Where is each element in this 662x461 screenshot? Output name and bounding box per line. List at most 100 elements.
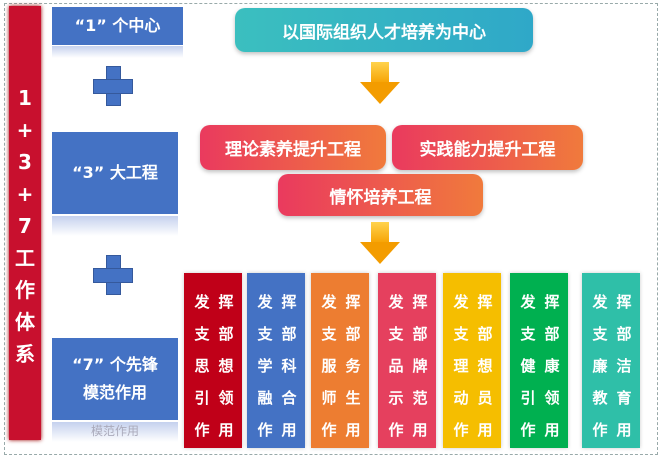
three-projects-box: “3” 大工程 [52,132,178,214]
plus-icon [93,66,133,106]
role-char: 员 [477,388,493,407]
project-theory: 理论素养提升工程 [200,125,386,170]
role-char: 范 [412,388,428,407]
role-char: 支 [257,324,273,343]
role-char: 康 [544,356,560,375]
role-char: 教 [592,388,608,407]
role-char: 部 [218,324,234,343]
role-column: 发挥支部品牌示范作用 [378,273,436,448]
project-practice: 实践能力提升工程 [392,125,583,170]
role-char: 作 [321,420,337,439]
role-char: 挥 [477,292,493,311]
role-char: 部 [412,324,428,343]
role-char: 发 [453,292,469,311]
role-char: 发 [388,292,404,311]
box-reflection [52,46,183,58]
one-center-box: “1” 个中心 [52,7,183,45]
role-char: 作 [453,420,469,439]
role-char: 作 [388,420,404,439]
role-char: 支 [592,324,608,343]
role-char: 部 [616,324,632,343]
role-char: 健 [520,356,536,375]
role-char: 务 [345,356,361,375]
role-char: 支 [453,324,469,343]
system-label-char: 系 [15,342,35,366]
role-column: 发挥支部廉洁教育作用 [582,273,640,448]
role-char: 支 [520,324,536,343]
role-char: 廉 [592,356,608,375]
role-char: 作 [520,420,536,439]
role-char: 部 [345,324,361,343]
system-label-char: 3 [18,150,32,174]
role-char: 洁 [616,356,632,375]
role-char: 发 [194,292,210,311]
role-char: 动 [453,388,469,407]
role-char: 生 [345,388,361,407]
role-char: 用 [544,420,560,439]
role-char: 挥 [218,292,234,311]
diagram-frame [4,3,658,455]
role-char: 发 [257,292,273,311]
role-char: 想 [477,356,493,375]
role-char: 挥 [281,292,297,311]
system-label-char: 体 [15,310,35,334]
role-char: 部 [281,324,297,343]
role-char: 挥 [412,292,428,311]
role-char: 作 [592,420,608,439]
role-char: 领 [544,388,560,407]
role-char: 理 [453,356,469,375]
center-goal-pill: 以国际组织人才培养为中心 [235,8,533,52]
role-char: 思 [194,356,210,375]
role-char: 挥 [544,292,560,311]
role-char: 部 [544,324,560,343]
box-reflection: 模范作用 [52,422,178,442]
role-column: 发挥支部健康引领作用 [510,273,568,448]
role-char: 想 [218,356,234,375]
role-char: 作 [257,420,273,439]
role-char: 用 [412,420,428,439]
role-column: 发挥支部学科融合作用 [247,273,305,448]
role-char: 发 [321,292,337,311]
system-label-char: + [16,118,34,142]
system-label-char: + [16,182,34,206]
role-char: 服 [321,356,337,375]
role-char: 用 [218,420,234,439]
role-char: 育 [616,388,632,407]
role-char: 支 [388,324,404,343]
role-char: 科 [281,356,297,375]
role-char: 用 [281,420,297,439]
role-char: 牌 [412,356,428,375]
role-char: 发 [592,292,608,311]
role-column: 发挥支部思想引领作用 [184,273,242,448]
down-arrow-icon [360,222,400,266]
role-char: 融 [257,388,273,407]
seven-pioneers-box: “7” 个先锋模范作用 [52,338,178,420]
role-char: 领 [218,388,234,407]
role-char: 挥 [616,292,632,311]
down-arrow-icon [360,62,400,106]
role-char: 品 [388,356,404,375]
role-char: 支 [321,324,337,343]
role-char: 合 [281,388,297,407]
role-char: 用 [616,420,632,439]
role-char: 示 [388,388,404,407]
plus-icon [93,255,133,295]
role-column: 发挥支部理想动员作用 [443,273,501,448]
role-char: 支 [194,324,210,343]
role-char: 作 [194,420,210,439]
system-label-char: 作 [15,278,35,302]
system-label-char: 7 [18,214,32,238]
role-char: 学 [257,356,273,375]
role-char: 挥 [345,292,361,311]
role-char: 师 [321,388,337,407]
project-sentiment: 情怀培养工程 [278,174,483,216]
role-char: 引 [194,388,210,407]
role-char: 用 [345,420,361,439]
box-reflection [52,216,178,236]
role-column: 发挥支部服务师生作用 [311,273,369,448]
role-char: 部 [477,324,493,343]
system-label-char: 1 [18,86,32,110]
role-char: 发 [520,292,536,311]
role-char: 用 [477,420,493,439]
